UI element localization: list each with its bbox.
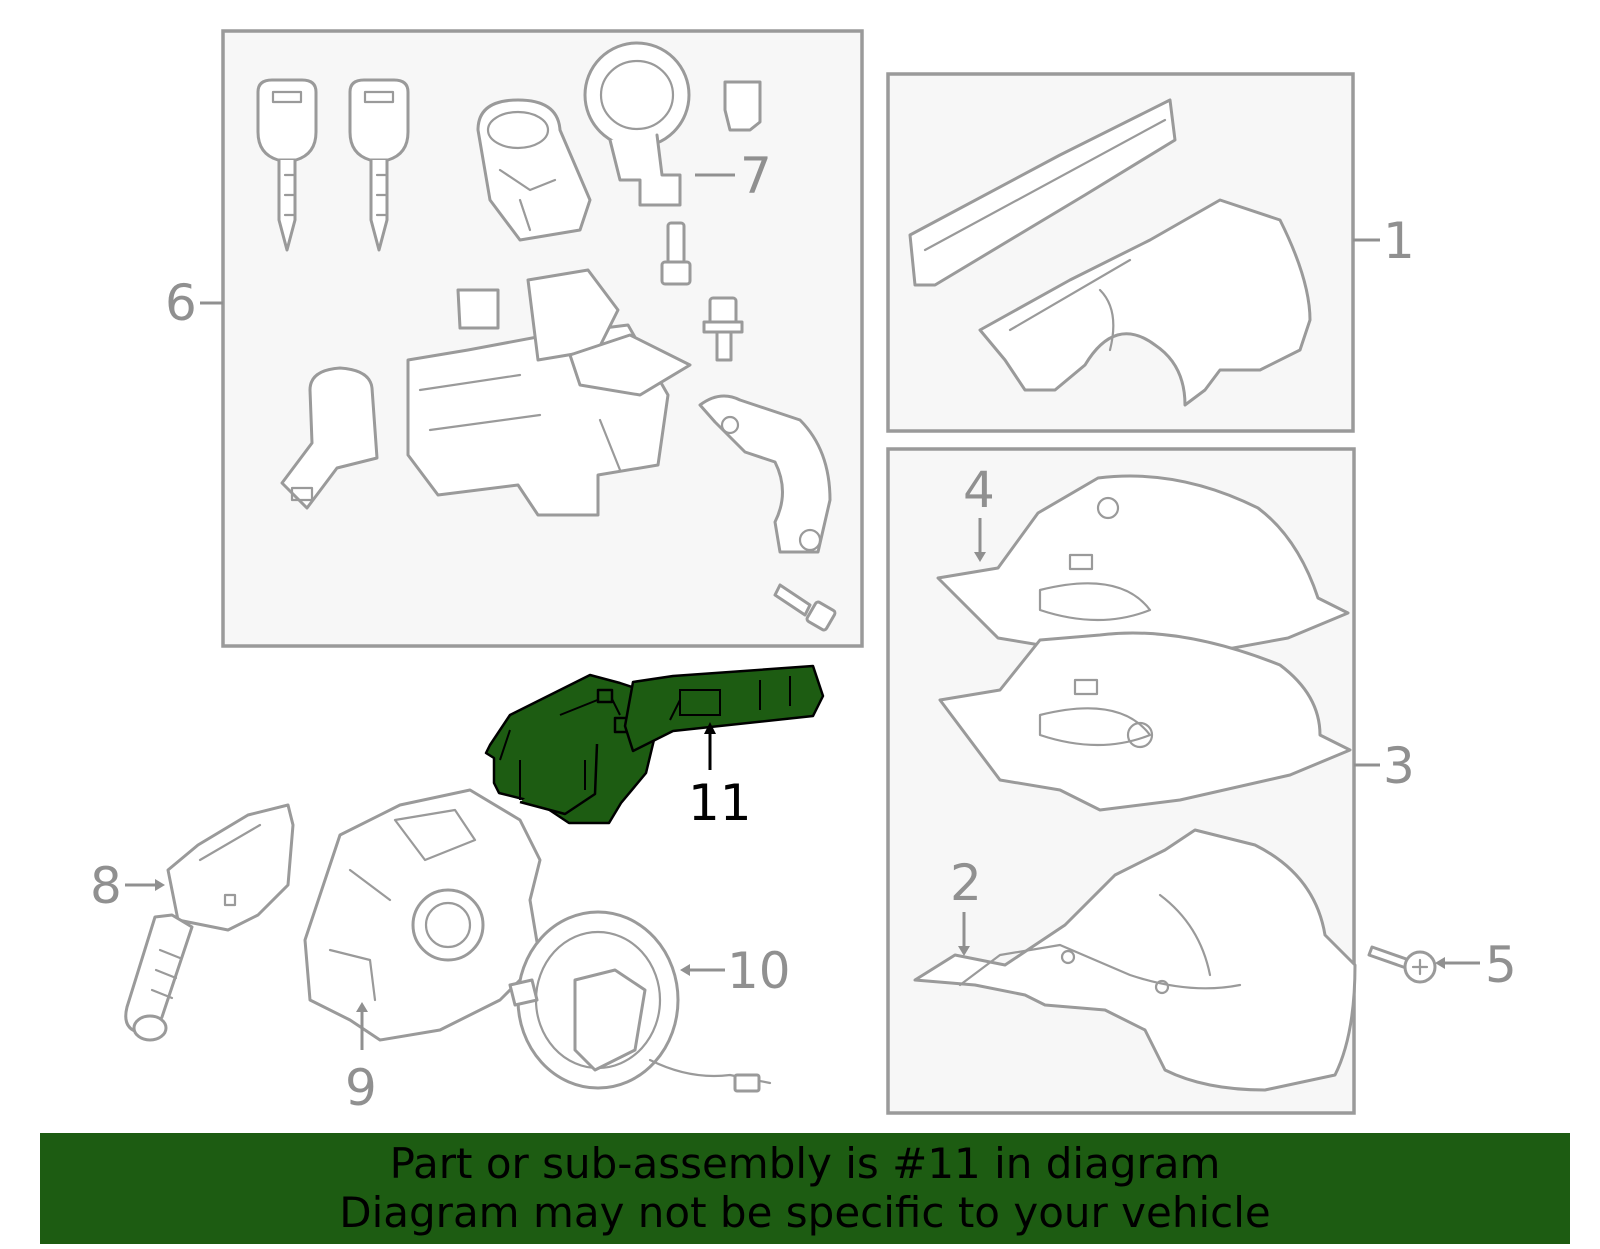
- callout-8[interactable]: 8: [90, 857, 122, 915]
- part-screw-6[interactable]: [773, 583, 837, 632]
- part-ignition-switch-ring[interactable]: [583, 41, 735, 207]
- callout-10[interactable]: 10: [727, 942, 791, 1000]
- part-keys[interactable]: [256, 78, 410, 252]
- part-screw-5[interactable]: [1367, 945, 1437, 984]
- part-bolt-2[interactable]: [702, 296, 744, 362]
- part-lock-cylinder[interactable]: [476, 98, 592, 242]
- part-steering-lock-housing[interactable]: [406, 268, 692, 517]
- banner-line-1: Part or sub-assembly is #11 in diagram: [389, 1139, 1221, 1188]
- part-knee-panel-lower[interactable]: [938, 631, 1352, 812]
- callout-7[interactable]: 7: [740, 147, 772, 205]
- part-bolt-1[interactable]: [660, 221, 692, 286]
- callout-3[interactable]: 3: [1383, 737, 1415, 795]
- callout-1[interactable]: 1: [1383, 212, 1415, 270]
- part-immobilizer-coil[interactable]: [280, 366, 379, 510]
- callout-4[interactable]: 4: [963, 461, 995, 519]
- part-switch-body-9[interactable]: [303, 788, 542, 1042]
- part-bracket-clamp[interactable]: [698, 394, 832, 554]
- part-shear-nut[interactable]: [456, 288, 500, 330]
- part-combination-switch-8[interactable]: [124, 803, 295, 1042]
- part-small-clip[interactable]: [723, 80, 762, 132]
- part-upper-column-cover[interactable]: [908, 98, 1312, 407]
- callout-6[interactable]: 6: [165, 274, 197, 332]
- part-knee-panel-upper[interactable]: [936, 474, 1350, 670]
- callout-9[interactable]: 9: [345, 1059, 377, 1117]
- callout-5[interactable]: 5: [1485, 936, 1517, 994]
- callout-11[interactable]: 11: [688, 774, 752, 832]
- notice-banner: Part or sub-assembly is #11 in diagram D…: [40, 1133, 1570, 1244]
- part-lower-column-cover[interactable]: [913, 828, 1357, 1092]
- part-clock-spring-10[interactable]: [508, 910, 772, 1093]
- part-11-combination-switch[interactable]: [484, 664, 825, 825]
- banner-line-2: Diagram may not be specific to your vehi…: [339, 1188, 1271, 1237]
- callout-2[interactable]: 2: [950, 854, 982, 912]
